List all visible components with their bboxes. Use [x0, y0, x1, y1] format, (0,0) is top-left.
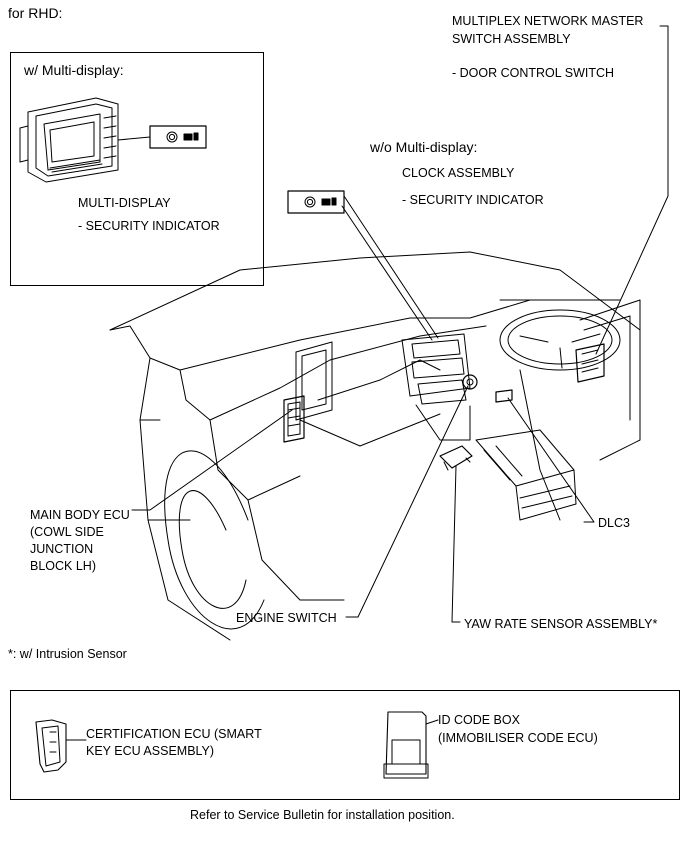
multi-display-unit-drawing: [19, 97, 151, 183]
footnote: *: w/ Intrusion Sensor: [8, 647, 127, 661]
dashboard-center-stack: [401, 333, 471, 441]
master-switch-marker: [575, 343, 605, 383]
clock-assembly-label: CLOCK ASSEMBLY: [402, 166, 515, 180]
certification-ecu-drawing: [35, 719, 87, 773]
certification-ecu-label-1: CERTIFICATION ECU (SMART: [86, 727, 262, 741]
main-body-ecu-label-2: (COWL SIDE: [30, 525, 104, 539]
multi-display-label: MULTI-DISPLAY: [78, 196, 171, 210]
main-body-ecu-label-3: JUNCTION: [30, 542, 94, 556]
center-console: [475, 429, 577, 521]
main-body-ecu-label-1: MAIN BODY ECU: [30, 508, 130, 522]
inset-title: w/ Multi-display:: [24, 62, 124, 78]
yaw-rate-sensor-label: YAW RATE SENSOR ASSEMBLY*: [464, 617, 658, 631]
certification-ecu-label-2: KEY ECU ASSEMBLY): [86, 744, 215, 758]
engine-switch-marker: [462, 374, 478, 390]
master-switch-label-2: SWITCH ASSEMBLY: [452, 32, 571, 46]
door-control-switch-label: - DOOR CONTROL SWITCH: [452, 66, 615, 80]
vehicle-body-outline: [109, 251, 621, 641]
dlc3-label: DLC3: [598, 516, 630, 530]
id-code-box-label-2: (IMMOBILISER CODE ECU): [438, 731, 598, 745]
wo-multi-display-title: w/o Multi-display:: [370, 139, 478, 155]
door-panel: [579, 299, 641, 461]
id-code-box-label-1: ID CODE BOX: [438, 713, 520, 727]
main-body-ecu-label-4: BLOCK LH): [30, 559, 96, 573]
security-indicator-icon-inset: [149, 125, 207, 149]
multi-display-inset-box: [10, 52, 264, 286]
service-bulletin-note: Refer to Service Bulletin for installati…: [190, 808, 455, 822]
ecu-location-box: [10, 690, 680, 800]
main-body-ecu-marker: [283, 395, 305, 443]
master-switch-label-1: MULTIPLEX NETWORK MASTER: [452, 14, 644, 28]
multi-display-sublabel: - SECURITY INDICATOR: [78, 219, 220, 233]
yaw-rate-sensor-marker: [439, 445, 473, 471]
clock-security-sublabel: - SECURITY INDICATOR: [402, 193, 544, 207]
page-scope-label: for RHD:: [8, 5, 63, 21]
engine-switch-label: ENGINE SWITCH: [236, 611, 337, 625]
steering-wheel: [499, 299, 641, 521]
security-indicator-icon-clock: [287, 190, 345, 214]
leader-lines: [131, 25, 669, 623]
id-code-box-drawing: [383, 711, 439, 779]
dlc3-marker: [495, 389, 513, 403]
